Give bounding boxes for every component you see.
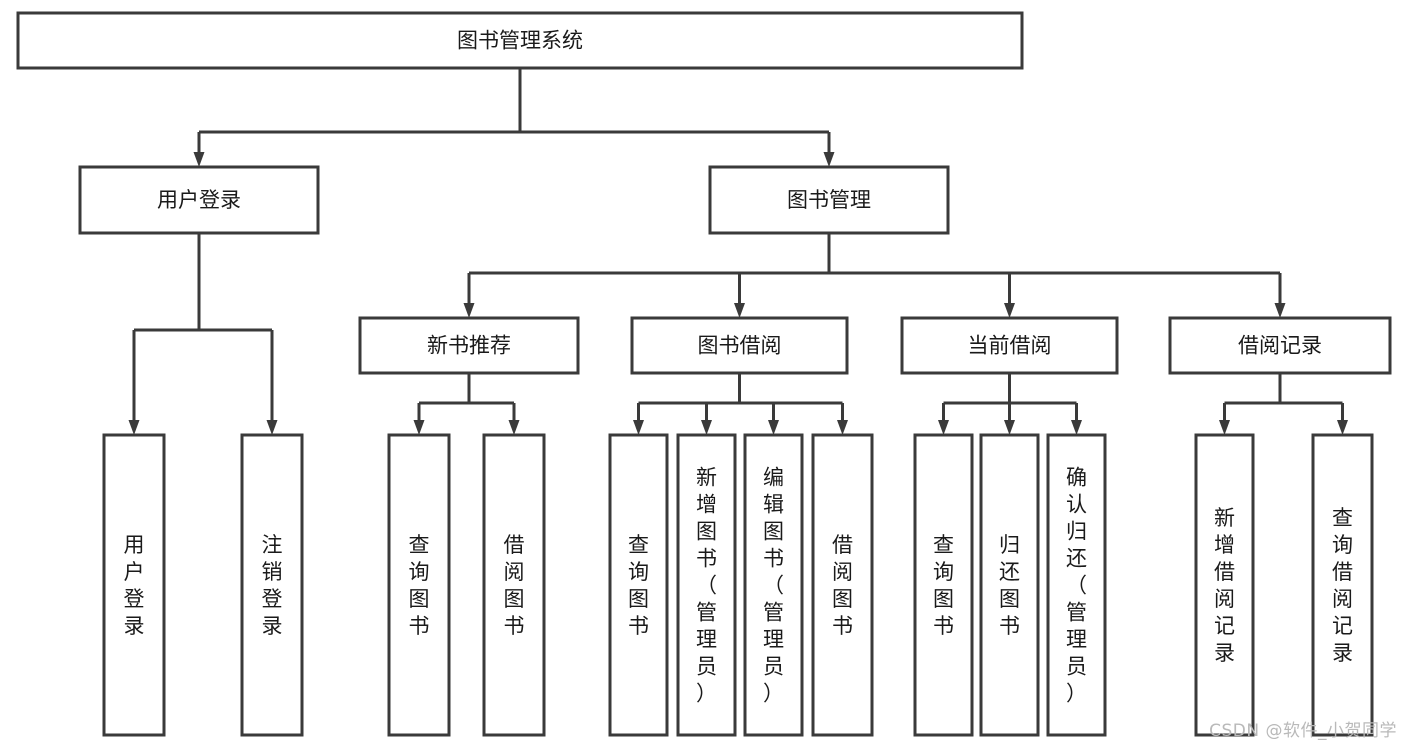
- edge-group-borrow: [633, 373, 848, 435]
- edges-layer: [128, 68, 1348, 435]
- node-label: 借阅记录: [1238, 334, 1322, 358]
- node-borrow[interactable]: 图书借阅: [630, 316, 849, 375]
- node-label: 归还图书: [999, 533, 1020, 638]
- edge-group-bookmgmt: [463, 233, 1286, 318]
- node-leaf-6[interactable]: 新增图书（管理员）: [676, 433, 737, 737]
- arrow-head-icon: [413, 420, 425, 435]
- node-label: 当前借阅: [968, 334, 1052, 358]
- node-label: 用户登录: [157, 188, 241, 212]
- node-box: [811, 433, 874, 737]
- node-label: 查询图书: [409, 533, 430, 638]
- arrow-head-icon: [1337, 420, 1348, 435]
- arrow-head-icon: [463, 303, 475, 318]
- node-box: [102, 433, 166, 737]
- edge-group-root: [193, 68, 835, 167]
- node-leaf-2[interactable]: 注销登录: [240, 433, 304, 737]
- node-current[interactable]: 当前借阅: [900, 316, 1119, 375]
- node-root[interactable]: 图书管理系统: [16, 11, 1024, 70]
- node-leaf-11[interactable]: 确认归还（管理员）: [1046, 433, 1107, 737]
- arrow-head-icon: [823, 152, 835, 167]
- node-leaf-8[interactable]: 借阅图书: [811, 433, 874, 737]
- nodes-layer: 图书管理系统用户登录图书管理新书推荐图书借阅当前借阅借阅记录用户登录注销登录查询…: [16, 11, 1392, 737]
- arrow-head-icon: [633, 420, 644, 435]
- node-box: [676, 433, 737, 737]
- node-login[interactable]: 用户登录: [78, 165, 320, 235]
- edge-group-current: [938, 373, 1082, 435]
- node-leaf-7[interactable]: 编辑图书（管理员）: [743, 433, 804, 737]
- node-box: [743, 433, 804, 737]
- node-leaf-5[interactable]: 查询图书: [608, 433, 669, 737]
- arrow-head-icon: [128, 420, 140, 435]
- node-box: [708, 165, 950, 235]
- arrow-head-icon: [1004, 420, 1015, 435]
- node-label: 编辑图书（管理员）: [763, 466, 784, 706]
- arrow-head-icon: [837, 420, 848, 435]
- node-label: 新书推荐: [427, 334, 511, 358]
- arrow-head-icon: [938, 420, 949, 435]
- node-newbook[interactable]: 新书推荐: [358, 316, 580, 375]
- node-label: 查询借阅记录: [1332, 506, 1353, 665]
- arrow-head-icon: [508, 420, 520, 435]
- node-leaf-12[interactable]: 新增借阅记录: [1194, 433, 1255, 737]
- node-box: [482, 433, 546, 737]
- node-box: [630, 316, 849, 375]
- node-label: 图书管理系统: [457, 29, 583, 53]
- node-bookmgmt[interactable]: 图书管理: [708, 165, 950, 235]
- node-box: [1168, 316, 1392, 375]
- node-box: [1311, 433, 1374, 737]
- node-leaf-4[interactable]: 借阅图书: [482, 433, 546, 737]
- node-label: 确认归还（管理员）: [1066, 466, 1087, 706]
- arrow-head-icon: [734, 303, 745, 318]
- node-box: [16, 11, 1024, 70]
- node-label: 新增图书（管理员）: [696, 466, 717, 706]
- node-label: 图书管理: [787, 188, 871, 212]
- edge-group-records: [1219, 373, 1348, 435]
- node-leaf-9[interactable]: 查询图书: [913, 433, 974, 737]
- node-label: 查询图书: [628, 533, 649, 638]
- node-box: [979, 433, 1040, 737]
- arrow-head-icon: [1219, 420, 1230, 435]
- node-box: [1046, 433, 1107, 737]
- node-box: [358, 316, 580, 375]
- node-box: [78, 165, 320, 235]
- node-label: 借阅图书: [504, 533, 525, 638]
- edge-group-login: [128, 233, 278, 435]
- node-box: [1194, 433, 1255, 737]
- node-label: 查询图书: [933, 533, 954, 638]
- arrow-head-icon: [193, 152, 205, 167]
- node-label: 用户登录: [124, 533, 145, 638]
- node-leaf-3[interactable]: 查询图书: [387, 433, 451, 737]
- edge-group-newbook: [413, 373, 520, 435]
- node-label: 注销登录: [262, 533, 283, 638]
- watermark-text: CSDN @软件_小贺同学: [1209, 721, 1397, 741]
- arrow-head-icon: [701, 420, 712, 435]
- node-box: [387, 433, 451, 737]
- node-box: [913, 433, 974, 737]
- node-label: 新增借阅记录: [1214, 506, 1235, 665]
- node-box: [240, 433, 304, 737]
- arrow-head-icon: [1071, 420, 1082, 435]
- node-leaf-1[interactable]: 用户登录: [102, 433, 166, 737]
- node-records[interactable]: 借阅记录: [1168, 316, 1392, 375]
- arrow-head-icon: [266, 420, 278, 435]
- arrow-head-icon: [1274, 303, 1286, 318]
- arrow-head-icon: [768, 420, 779, 435]
- node-label: 借阅图书: [832, 533, 853, 638]
- node-label: 图书借阅: [698, 334, 782, 358]
- node-box: [608, 433, 669, 737]
- node-leaf-13[interactable]: 查询借阅记录: [1311, 433, 1374, 737]
- node-leaf-10[interactable]: 归还图书: [979, 433, 1040, 737]
- node-box: [900, 316, 1119, 375]
- arrow-head-icon: [1004, 303, 1015, 318]
